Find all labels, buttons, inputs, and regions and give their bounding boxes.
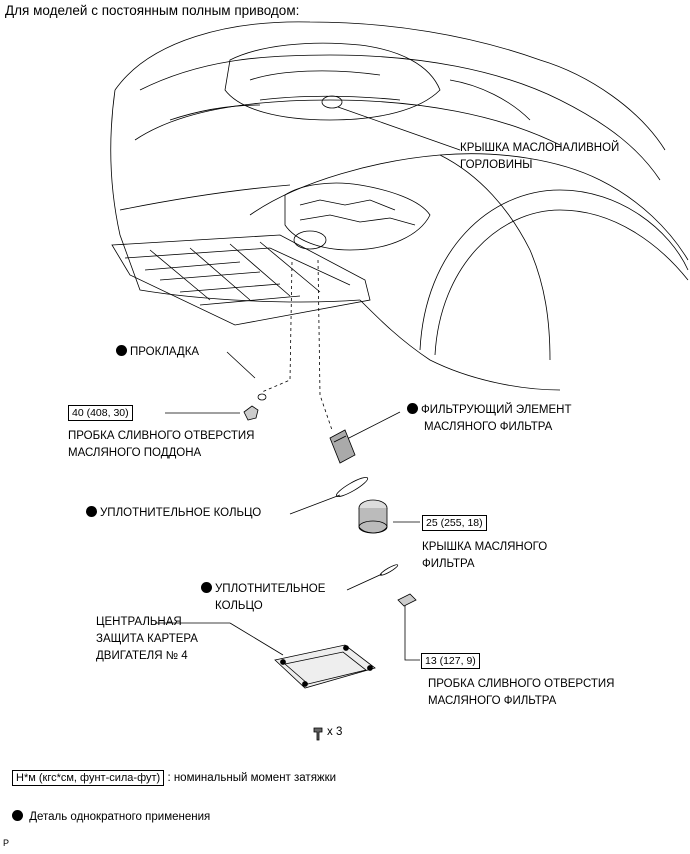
label-line: ПРОБКА СЛИВНОГО ОТВЕРСТИЯ bbox=[428, 678, 615, 690]
drain-plug-part bbox=[243, 405, 259, 421]
gasket-part bbox=[257, 393, 267, 401]
filter-cap-torque: 25 (255, 18) bbox=[422, 515, 487, 531]
label-line: ЦЕНТРАЛЬНАЯ bbox=[96, 616, 182, 628]
bolt-count-label: x 3 bbox=[327, 726, 343, 738]
non-reusable-dot-icon bbox=[201, 582, 212, 593]
footer-mark: P bbox=[3, 838, 10, 848]
car-body-illustration bbox=[110, 21, 689, 391]
label-line: ПРОБКА СЛИВНОГО ОТВЕРСТИЯ bbox=[68, 430, 255, 442]
filter-element-part bbox=[329, 429, 356, 464]
legend-torque: Н*м (кгс*см, фунт-сила-фут) : номинальны… bbox=[12, 770, 337, 786]
filter-cap-label: КРЫШКА МАСЛЯНОГО ФИЛЬТРА bbox=[422, 539, 547, 573]
o-ring-small-label: УПЛОТНИТЕЛЬНОЕ КОЛЬЦО bbox=[201, 581, 325, 615]
filter-drain-plug-part bbox=[397, 593, 417, 607]
gasket-label: ПРОКЛАДКА bbox=[116, 344, 199, 361]
label-text: УПЛОТНИТЕЛЬНОЕ КОЛЬЦО bbox=[100, 507, 262, 519]
label-line: КРЫШКА МАСЛОНАЛИВНОЙ bbox=[460, 142, 620, 154]
bolt-part bbox=[313, 727, 323, 741]
label-line: ФИЛЬТРА bbox=[422, 558, 475, 570]
label-text: ФИЛЬТРУЮЩИЙ ЭЛЕМЕНТ bbox=[421, 404, 572, 416]
filter-drain-label: ПРОБКА СЛИВНОГО ОТВЕРСТИЯ МАСЛЯНОГО ФИЛЬ… bbox=[428, 676, 615, 710]
legend-torque-box: Н*м (кгс*см, фунт-сила-фут) bbox=[12, 770, 165, 786]
parts bbox=[243, 393, 417, 741]
oil-filler-cap-label: КРЫШКА МАСЛОНАЛИВНОЙ ГОРЛОВИНЫ bbox=[460, 140, 619, 174]
filter-drain-torque: 13 (127, 9) bbox=[421, 653, 480, 669]
label-line: МАСЛЯНОГО ФИЛЬТРА bbox=[428, 695, 557, 707]
non-reusable-dot-icon bbox=[407, 403, 418, 414]
o-ring-part bbox=[335, 476, 369, 498]
legend-non-reusable-text: Деталь однократного применения bbox=[29, 811, 211, 823]
label-line: ГОРЛОВИНЫ bbox=[460, 159, 533, 171]
drain-plug-label: ПРОБКА СЛИВНОГО ОТВЕРСТИЯ МАСЛЯНОГО ПОДД… bbox=[68, 428, 255, 462]
page-heading: Для моделей с постоянным полным приводом… bbox=[5, 3, 300, 18]
filter-cap-part bbox=[358, 499, 388, 534]
center-under-cover-part bbox=[274, 644, 376, 689]
non-reusable-dot-icon bbox=[86, 506, 97, 517]
leader-lines bbox=[155, 106, 461, 661]
front-under-cover-illustration bbox=[111, 234, 371, 326]
filter-element-label: ФИЛЬТРУЮЩИЙ ЭЛЕМЕНТ МАСЛЯНОГО ФИЛЬТРА bbox=[407, 402, 572, 436]
o-ring-label: УПЛОТНИТЕЛЬНОЕ КОЛЬЦО bbox=[86, 505, 261, 522]
dashed-guides bbox=[261, 259, 333, 431]
label-text: ПРОКЛАДКА bbox=[130, 346, 200, 358]
legend-torque-desc: : номинальный момент затяжки bbox=[167, 772, 337, 784]
label-line: ДВИГАТЕЛЯ № 4 bbox=[96, 650, 188, 662]
non-reusable-dot-icon bbox=[116, 345, 127, 356]
label-line: КРЫШКА МАСЛЯНОГО bbox=[422, 541, 548, 553]
non-reusable-dot-icon bbox=[12, 810, 23, 821]
label-line: МАСЛЯНОГО ПОДДОНА bbox=[68, 447, 202, 459]
legend-non-reusable: Деталь однократного применения bbox=[12, 810, 210, 823]
under-cover-label: ЦЕНТРАЛЬНАЯ ЗАЩИТА КАРТЕРА ДВИГАТЕЛЯ № 4 bbox=[96, 614, 198, 665]
label-line: ЗАЩИТА КАРТЕРА bbox=[96, 633, 198, 645]
label-line: КОЛЬЦО bbox=[215, 600, 263, 612]
drain-plug-torque: 40 (408, 30) bbox=[68, 405, 133, 421]
label-line: МАСЛЯНОГО ФИЛЬТРА bbox=[424, 421, 553, 433]
o-ring-small-part bbox=[379, 564, 399, 576]
label-text: УПЛОТНИТЕЛЬНОЕ bbox=[215, 583, 326, 595]
